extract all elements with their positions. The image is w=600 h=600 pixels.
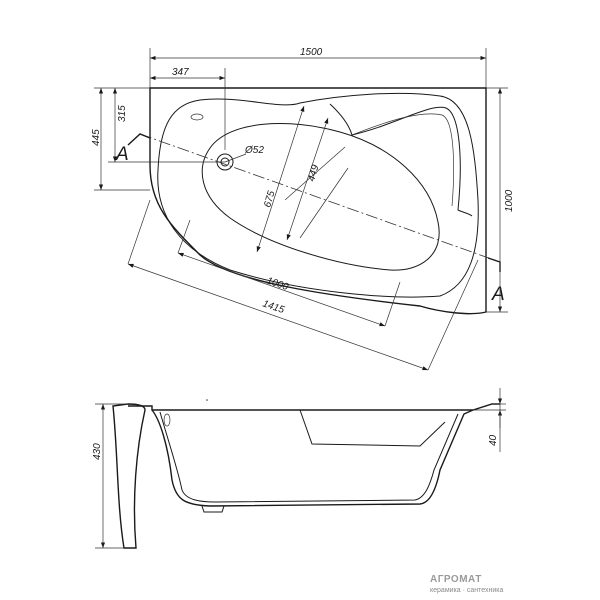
dim-right-side: 1000	[504, 189, 515, 212]
dim-drain-y: 315	[117, 105, 128, 122]
top-view: A A 1500 347 315 445 Ø52 449 675 1000	[91, 47, 515, 371]
tub-outer-rim	[149, 87, 487, 315]
watermark-tagline: керамика · сантехника	[430, 587, 503, 594]
dim-inner-length: 675	[262, 189, 277, 208]
dim-drain-offset: 347	[172, 67, 189, 78]
dim-length-1000: 1000	[265, 275, 290, 293]
tub-headrest	[329, 103, 473, 217]
side-view-tub-body	[151, 409, 474, 507]
section-label-right: A	[491, 284, 505, 305]
watermark-brand: АГРОМАТ	[430, 574, 482, 585]
dim-inner-width: 449	[306, 163, 321, 182]
dim-depth-left: 445	[91, 129, 102, 146]
dim-drain-diameter: Ø52	[244, 145, 264, 156]
tub-inner-rim	[157, 92, 479, 298]
section-label-left: A	[115, 144, 129, 165]
tub-basin	[201, 123, 440, 271]
watermark: АГРОМАТ керамика · сантехника	[430, 574, 503, 594]
dim-height: 430	[92, 443, 103, 460]
dim-rim: 40	[488, 434, 499, 446]
side-view: 430 40	[92, 388, 506, 549]
overflow-hole	[190, 113, 204, 121]
side-view-left-support	[112, 403, 146, 549]
section-line	[139, 133, 501, 263]
dim-length-1415: 1415	[261, 298, 286, 316]
dim-total-length: 1500	[300, 47, 323, 58]
